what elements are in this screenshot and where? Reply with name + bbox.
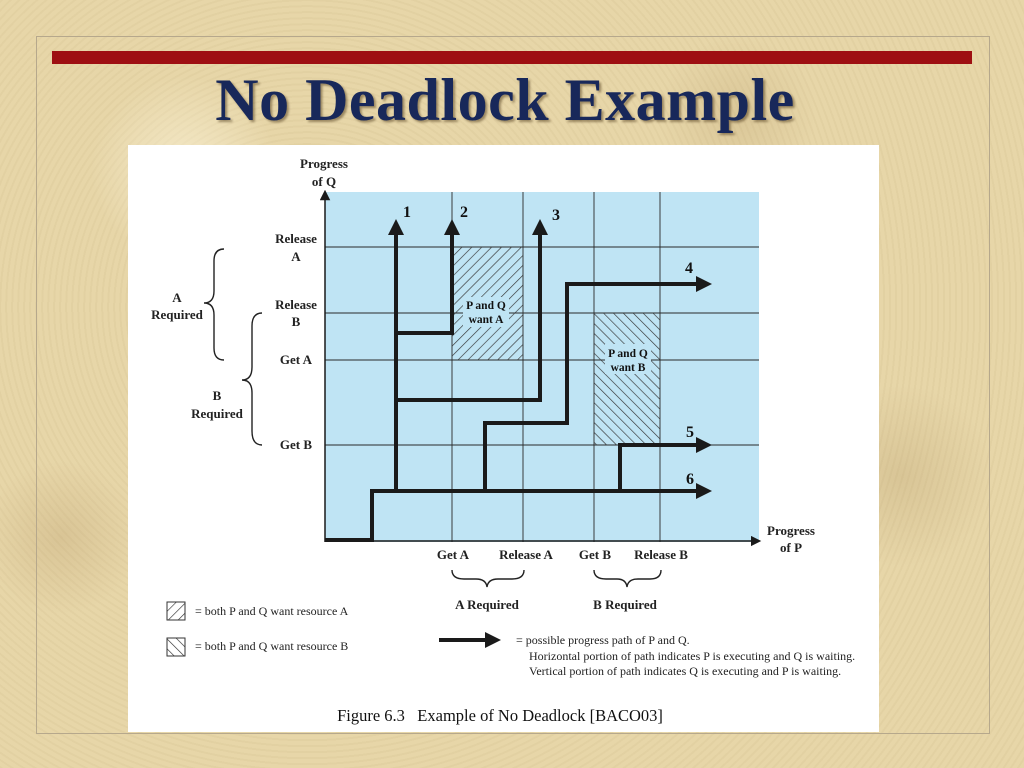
bottom-brace-b-label: B Required [593,597,657,612]
path-3 [396,219,548,402]
region-a-label-1: P and Q [466,300,506,312]
slide-frame [36,36,990,734]
brace-a-required-bottom [451,569,525,588]
region-a-label-bg [463,297,509,327]
legend-hatch-a-text: = both P and Q want resource A [195,604,349,618]
path-2 [396,219,460,335]
region-a-label-2: want A [469,314,505,326]
region-b-label-2: want B [611,362,646,374]
x-tick-get-a: Get A [437,547,470,562]
legend-path-text-3: Vertical portion of path indicates Q is … [529,664,841,678]
path-number-6: 6 [686,471,694,488]
brace-b-required [241,312,263,446]
y-axis-title-2: of Q [312,174,336,189]
legend-path-text-2: Horizontal portion of path indicates P i… [529,649,855,663]
x-tick-release-b: Release B [634,547,688,562]
legend-hatch-b-swatch [166,637,186,657]
y-axis-title-1: Progress [300,156,348,171]
path-number-2: 2 [460,204,468,221]
region-want-b [594,313,660,445]
brace-a-required [203,248,225,361]
y-tick-release-b-2: B [292,314,301,329]
deadlock-figure: P and Q want A P and Q want B 1 2 3 4 5 … [128,145,879,732]
progress-diagram: P and Q want A P and Q want B 1 2 3 4 5 … [151,156,855,725]
path-number-4: 4 [685,260,693,277]
x-axis-title-2: of P [780,540,802,555]
brace-a-label-2: Required [151,307,204,322]
y-tick-get-a: Get A [280,352,313,367]
bottom-brace-a-label: A Required [455,597,519,612]
x-tick-get-b: Get B [579,547,611,562]
title-accent-bar [52,51,972,64]
path-4 [483,276,712,491]
region-b-label-bg [605,344,651,374]
figure-caption: Figure 6.3 Example of No Deadlock [BACO0… [337,706,663,725]
x-axis-title-1: Progress [767,523,815,538]
legend-hatch-b-text: = both P and Q want resource B [195,639,348,653]
path-number-5: 5 [686,424,694,441]
y-tick-release-a-2: A [291,249,301,264]
legend-path-text-1: = possible progress path of P and Q. [516,633,690,647]
y-tick-release-a-1: Release [275,231,317,246]
y-tick-get-b: Get B [280,437,312,452]
brace-b-label-2: Required [191,406,244,421]
path-number-3: 3 [552,207,560,224]
brace-b-label-1: B [213,388,222,403]
region-b-label-1: P and Q [608,348,648,360]
y-tick-release-b-1: Release [275,297,317,312]
path-number-1: 1 [403,204,411,221]
brace-a-label-1: A [172,290,182,305]
path-5 [618,437,712,491]
x-tick-release-a: Release A [499,547,553,562]
legend-hatch-a-swatch [166,601,186,621]
brace-b-required-bottom [593,569,662,588]
slide-title: No Deadlock Example [215,67,795,133]
